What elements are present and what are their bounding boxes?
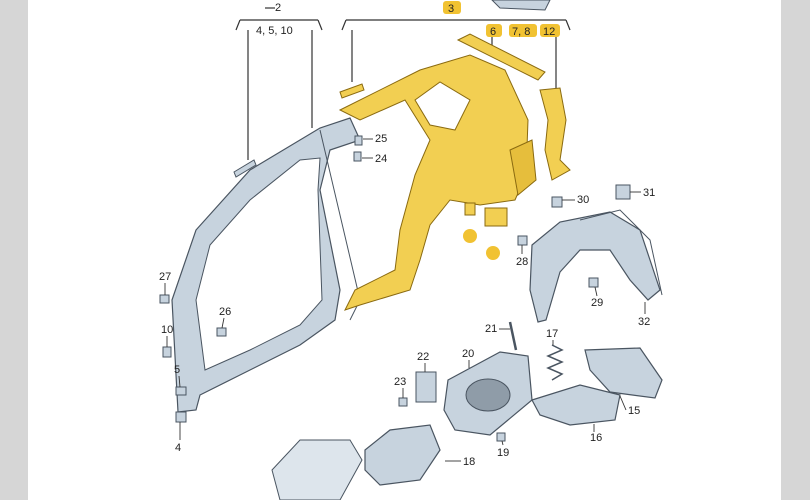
callout-28: 28: [516, 256, 528, 268]
badge-6: [486, 24, 502, 37]
bracket-part-22: [415, 371, 437, 403]
badge-small-1: [463, 229, 477, 243]
callout-22: 22: [417, 351, 429, 363]
spring-part-17: [546, 344, 564, 381]
filler-opening: [465, 378, 511, 412]
callout-4: 4: [175, 442, 181, 454]
label-sub-12: 12: [543, 26, 555, 38]
badge-small-2: [486, 246, 500, 260]
bolt-part-21: [508, 321, 518, 351]
label-sub-7-8: 7, 8: [512, 26, 530, 38]
left-gutter: [0, 0, 28, 500]
rear-quarter-panel: [338, 54, 537, 311]
label-group-2-sub: 4, 5, 10: [256, 25, 293, 37]
label-sub-6: 6: [490, 26, 496, 38]
label-group-2: 2: [275, 2, 281, 14]
right-gutter: [781, 0, 810, 500]
side-panel-frame: [171, 117, 361, 413]
callout-17: 17: [546, 328, 558, 340]
callout-30: 30: [577, 194, 589, 206]
fuel-door-partial: [271, 439, 363, 500]
wheel-housing-liner: [529, 209, 663, 323]
bracket-part-16: [531, 384, 621, 426]
fasteners: [159, 135, 631, 442]
callout-27: 27: [159, 271, 171, 283]
strip-part-4: [233, 159, 257, 178]
callout-16: 16: [590, 432, 602, 444]
callout-19: 19: [497, 447, 509, 459]
callout-5: 5: [174, 364, 180, 376]
badge-7-8: [509, 24, 537, 37]
roof-strip-6: [456, 33, 546, 81]
callout-18: 18: [463, 456, 475, 468]
callout-26: 26: [219, 306, 231, 318]
bracket-part-12: [539, 87, 571, 181]
bracket-part-15: [584, 347, 663, 399]
callout-24: 24: [375, 153, 387, 165]
callout-29: 29: [591, 297, 603, 309]
badge-12: [540, 24, 560, 37]
top-partial-part: [491, 0, 551, 11]
badge-3: [443, 1, 461, 14]
callout-31: 31: [643, 187, 655, 199]
label-group-3: 3: [448, 3, 454, 15]
group-bracket-2: [235, 7, 323, 160]
strip-part-3: [339, 83, 365, 99]
callout-32: 32: [638, 316, 650, 328]
highlighted-fasteners: [464, 202, 508, 227]
leader-lines: [164, 138, 646, 462]
callout-21: 21: [485, 323, 497, 335]
filler-flap-18: [364, 424, 441, 486]
callout-23: 23: [394, 376, 406, 388]
callout-10: 10: [161, 324, 173, 336]
callout-25: 25: [375, 133, 387, 145]
callout-15: 15: [628, 405, 640, 417]
callout-20: 20: [462, 348, 474, 360]
